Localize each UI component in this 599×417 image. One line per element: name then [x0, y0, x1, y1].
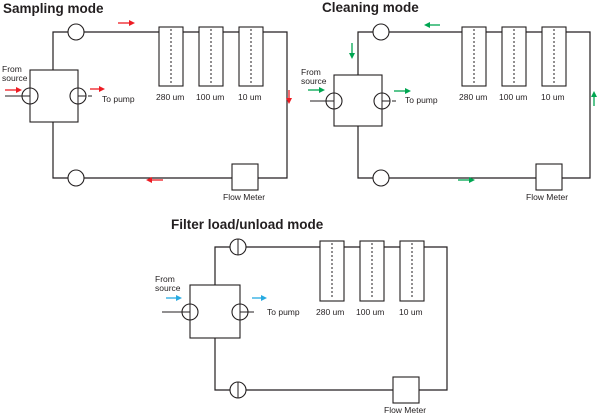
filter-label-100: 100 um: [499, 92, 527, 102]
filter-label-10: 10 um: [399, 307, 423, 317]
flow-meter-box: [392, 376, 420, 404]
pump-port-icon: [69, 87, 87, 105]
filter-load-unload-diagram: Filter load/unload mode: [155, 217, 448, 415]
flow-arrow-icon: [118, 20, 135, 26]
filter-10: [238, 26, 264, 87]
filter-10: [541, 26, 567, 87]
diagram-title: Filter load/unload mode: [171, 217, 324, 232]
to-pump-label: To pump: [267, 307, 300, 317]
filter-label-100: 100 um: [196, 92, 224, 102]
filter-label-10: 10 um: [238, 92, 262, 102]
from-source-label-line2: source: [301, 76, 327, 86]
source-port-icon: [181, 303, 199, 321]
from-source-label-line1: From: [2, 64, 22, 74]
flow-meter-box: [535, 163, 563, 191]
loop-pipe: [357, 31, 591, 179]
filter-100: [198, 26, 224, 87]
from-source-label-line2: source: [2, 73, 28, 83]
bottom-valve-icon: [229, 381, 247, 399]
loop-pipe: [52, 31, 288, 179]
flow-arrow-icon: [90, 86, 105, 92]
from-source-label-line1: From: [155, 274, 175, 284]
pump-port-icon: [231, 303, 249, 321]
filter-100: [359, 240, 385, 302]
pump-port-icon: [373, 92, 391, 110]
source-port-icon: [21, 87, 39, 105]
flow-arrow-icon: [394, 88, 411, 94]
filter-100: [501, 26, 527, 87]
filter-280: [461, 26, 487, 87]
flow-arrow-icon: [591, 91, 597, 106]
flow-arrow-icon: [252, 295, 267, 301]
diagram-title: Cleaning mode: [322, 0, 419, 15]
from-source-label-line1: From: [301, 67, 321, 77]
top-valve-icon: [67, 23, 85, 41]
flow-arrow-icon: [349, 43, 355, 59]
top-valve-icon: [372, 23, 390, 41]
flow-arrow-icon: [166, 295, 182, 301]
filter-label-10: 10 um: [541, 92, 565, 102]
filter-label-100: 100 um: [356, 307, 384, 317]
from-source-label-line2: source: [155, 283, 181, 293]
diagram-title: Sampling mode: [3, 1, 104, 16]
flow-meter-box: [231, 163, 259, 191]
flow-arrow-icon: [286, 90, 292, 104]
source-port-icon: [325, 92, 343, 110]
filter-label-280: 280 um: [459, 92, 487, 102]
sampling-mode-diagram: Sampling mode: [2, 1, 292, 202]
filter-280: [319, 240, 345, 302]
flow-arrow-icon: [458, 177, 475, 183]
flow-meter-label: Flow Meter: [223, 192, 265, 202]
flow-arrow-icon: [146, 177, 163, 183]
bottom-valve-icon: [67, 169, 85, 187]
top-valve-icon: [229, 238, 247, 256]
flow-arrow-icon: [308, 87, 325, 93]
loop-pipe: [214, 246, 448, 391]
to-pump-label: To pump: [405, 95, 438, 105]
filter-280: [158, 26, 184, 87]
to-pump-label: To pump: [102, 94, 135, 104]
flow-arrow-icon: [5, 87, 22, 93]
flow-arrow-icon: [424, 22, 440, 28]
cleaning-mode-diagram: Cleaning mode From source: [301, 0, 597, 202]
bottom-valve-icon: [372, 169, 390, 187]
filter-label-280: 280 um: [156, 92, 184, 102]
flow-meter-label: Flow Meter: [526, 192, 568, 202]
filter-10: [399, 240, 425, 302]
flow-meter-label: Flow Meter: [384, 405, 426, 415]
filter-label-280: 280 um: [316, 307, 344, 317]
